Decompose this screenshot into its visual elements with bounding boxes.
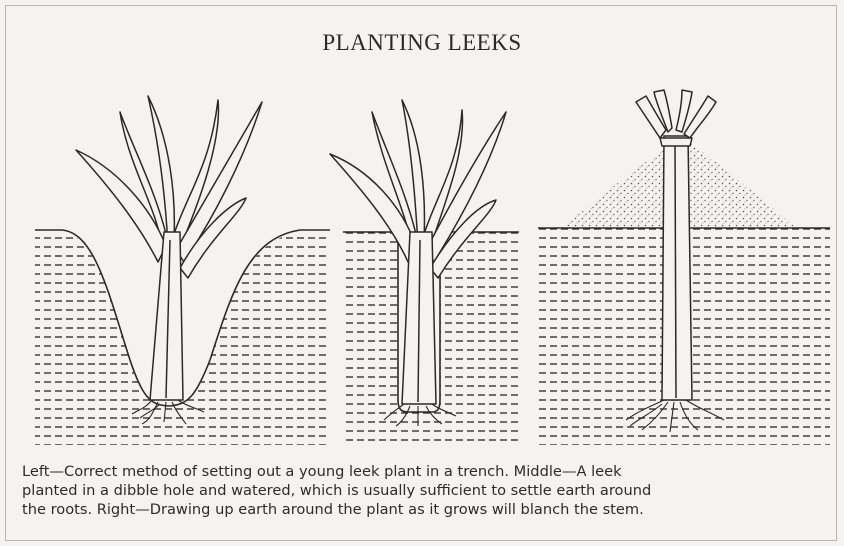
caption-line-2: planted in a dibble hole and watered, wh…	[22, 481, 830, 500]
right-earthed-panel	[538, 90, 830, 445]
caption-line-3: the roots. Right—Drawing up earth around…	[22, 500, 830, 519]
caption-line-1: Left—Correct method of setting out a you…	[22, 462, 830, 481]
diagram-caption: Left—Correct method of setting out a you…	[22, 462, 830, 519]
leek-planting-illustration	[0, 0, 844, 460]
middle-dibble-panel	[330, 100, 519, 445]
left-trench-panel	[35, 96, 330, 445]
